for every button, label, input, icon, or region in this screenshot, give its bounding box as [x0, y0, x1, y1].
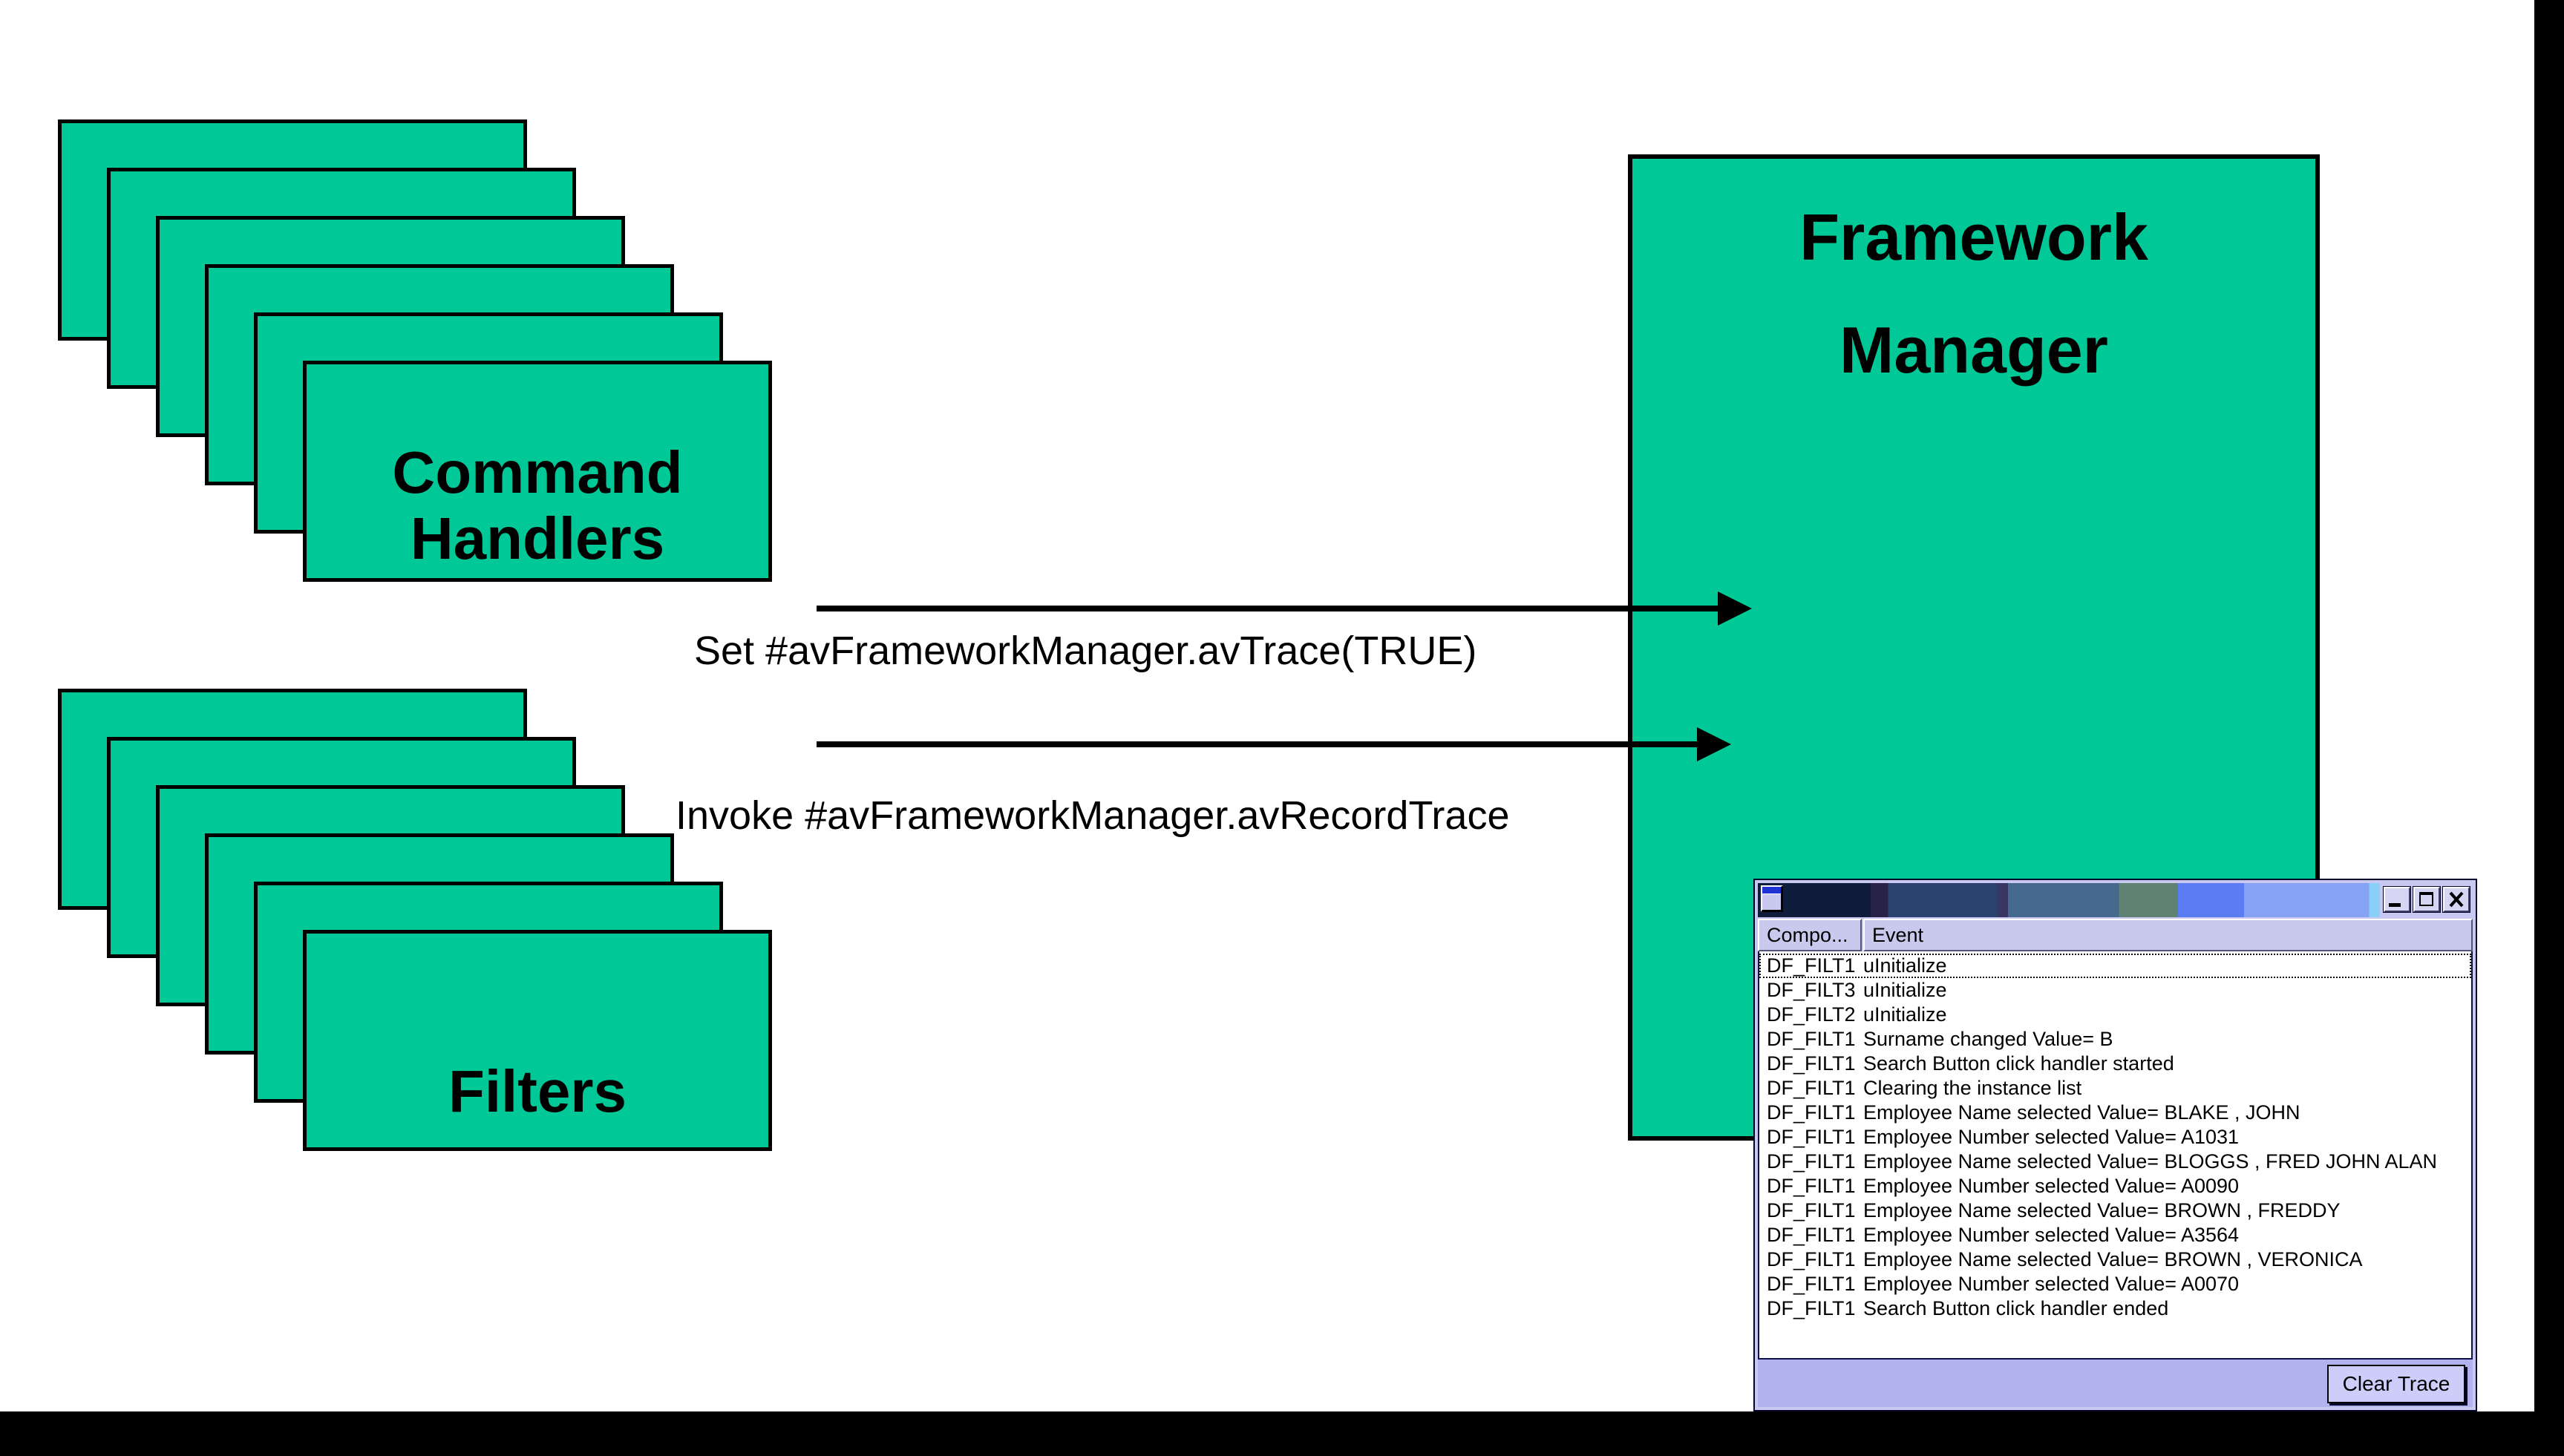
trace-row[interactable]: DF_FILT1 Employee Number selected Value=…: [1759, 1174, 2471, 1198]
framework-manager-title-line1: Framework: [1799, 200, 2148, 274]
minimize-button[interactable]: [2384, 887, 2410, 912]
trace-row-component: DF_FILT1: [1767, 1150, 1856, 1173]
trace-row-event: uInitialize: [1863, 954, 1947, 977]
window-system-icon[interactable]: [1761, 885, 1783, 912]
invoke-recordtrace-arrow-label: Invoke #avFrameworkManager.avRecordTrace: [676, 793, 1510, 838]
close-icon: [2449, 891, 2464, 908]
trace-row-component: DF_FILT2: [1767, 1003, 1856, 1026]
trace-row[interactable]: DF_FILT1 Employee Number selected Value=…: [1759, 1125, 2471, 1150]
trace-row[interactable]: DF_FILT3 uInitialize: [1759, 978, 2471, 1003]
trace-row-event: Employee Number selected Value= A3564: [1863, 1224, 2240, 1246]
column-header-event[interactable]: Event: [1863, 919, 2473, 951]
trace-row[interactable]: DF_FILT1 uInitialize: [1759, 954, 2471, 978]
trace-row-component: DF_FILT1: [1767, 1101, 1856, 1124]
window-control-buttons: [2384, 887, 2470, 912]
trace-row-component: DF_FILT1: [1767, 1052, 1856, 1075]
trace-event-list[interactable]: DF_FILT1 uInitialize DF_FILT3 uInitializ…: [1758, 951, 2473, 1360]
command-handlers-label-line1: Command: [392, 439, 683, 505]
window-icon-titlebar-stripe: [1762, 887, 1781, 894]
trace-row-event: Employee Number selected Value= A0070: [1863, 1273, 2240, 1295]
set-trace-arrow-label: Set #avFrameworkManager.avTrace(TRUE): [694, 629, 1477, 673]
trace-row-event: Employee Name selected Value= BLAKE , JO…: [1863, 1101, 2300, 1124]
trace-row-component: DF_FILT1: [1767, 1028, 1856, 1050]
invoke-recordtrace-arrow-line: [817, 741, 1698, 747]
close-button[interactable]: [2443, 887, 2470, 912]
trace-window-footer: Clear Trace: [1758, 1360, 2473, 1407]
trace-row-component: DF_FILT1: [1767, 1224, 1856, 1246]
trace-row-event: Employee Name selected Value= BROWN , VE…: [1863, 1248, 2363, 1270]
trace-row-event: Search Button click handler started: [1863, 1052, 2174, 1075]
trace-row[interactable]: DF_FILT1 Clearing the instance list: [1759, 1076, 2471, 1101]
minimize-icon: [2389, 903, 2401, 907]
trace-row-component: DF_FILT1: [1767, 1273, 1856, 1295]
column-header-component[interactable]: Compo...: [1758, 919, 1862, 951]
trace-row-component: DF_FILT3: [1767, 979, 1856, 1001]
command-handlers-front-card: Command Handlers: [303, 361, 772, 582]
trace-row[interactable]: DF_FILT1 Search Button click handler sta…: [1759, 1052, 2471, 1076]
trace-row[interactable]: DF_FILT1 Employee Name selected Value= B…: [1759, 1150, 2471, 1174]
trace-row-event: Surname changed Value= B: [1863, 1028, 2113, 1050]
trace-row-event: Employee Name selected Value= BROWN , FR…: [1863, 1199, 2341, 1221]
trace-row[interactable]: DF_FILT1 Surname changed Value= B: [1759, 1027, 2471, 1052]
clear-trace-button[interactable]: Clear Trace: [2327, 1365, 2465, 1403]
framework-manager-title-line2: Manager: [1839, 313, 2108, 387]
trace-row[interactable]: DF_FILT1 Employee Number selected Value=…: [1759, 1223, 2471, 1247]
command-handlers-label-line2: Handlers: [410, 505, 665, 572]
set-trace-arrow-line: [817, 606, 1719, 611]
trace-window: Compo... Event DF_FILT1 uInitialize DF_F…: [1753, 879, 2477, 1411]
trace-row-event: uInitialize: [1863, 979, 1947, 1001]
trace-row[interactable]: DF_FILT1 Search Button click handler end…: [1759, 1296, 2471, 1321]
trace-row[interactable]: DF_FILT1 Employee Name selected Value= B…: [1759, 1101, 2471, 1125]
trace-row-event: Clearing the instance list: [1863, 1077, 2082, 1099]
right-black-band: [2534, 0, 2564, 1456]
trace-window-titlebar[interactable]: [1758, 883, 2473, 917]
filters-front-card: Filters: [303, 930, 772, 1151]
trace-row-event: Employee Number selected Value= A1031: [1863, 1126, 2240, 1148]
trace-row-component: DF_FILT1: [1767, 1077, 1856, 1099]
trace-row-component: DF_FILT1: [1767, 1199, 1856, 1221]
trace-row-component: DF_FILT1: [1767, 1175, 1856, 1197]
trace-row-component: DF_FILT1: [1767, 954, 1856, 977]
trace-row-component: DF_FILT1: [1767, 1297, 1856, 1319]
trace-row-event: Search Button click handler ended: [1863, 1297, 2169, 1319]
trace-row[interactable]: DF_FILT1 Employee Number selected Value=…: [1759, 1272, 2471, 1296]
bottom-black-band: [0, 1411, 2564, 1456]
maximize-button[interactable]: [2413, 887, 2440, 912]
framework-manager-title: Framework Manager: [1632, 181, 2315, 407]
trace-row[interactable]: DF_FILT2 uInitialize: [1759, 1003, 2471, 1027]
filters-label: Filters: [448, 1058, 627, 1125]
trace-row-event: Employee Number selected Value= A0090: [1863, 1175, 2240, 1197]
trace-row[interactable]: DF_FILT1 Employee Name selected Value= B…: [1759, 1247, 2471, 1272]
maximize-icon: [2419, 892, 2433, 906]
trace-row-component: DF_FILT1: [1767, 1248, 1856, 1270]
trace-row-event: uInitialize: [1863, 1003, 1947, 1026]
set-trace-arrow-head: [1718, 591, 1752, 626]
trace-row-component: DF_FILT1: [1767, 1126, 1856, 1148]
trace-row-event: Employee Name selected Value= BLOGGS , F…: [1863, 1150, 2438, 1173]
invoke-recordtrace-arrow-head: [1697, 727, 1731, 761]
trace-column-headers: Compo... Event: [1758, 919, 2473, 951]
trace-row[interactable]: DF_FILT1 Employee Name selected Value= B…: [1759, 1198, 2471, 1223]
